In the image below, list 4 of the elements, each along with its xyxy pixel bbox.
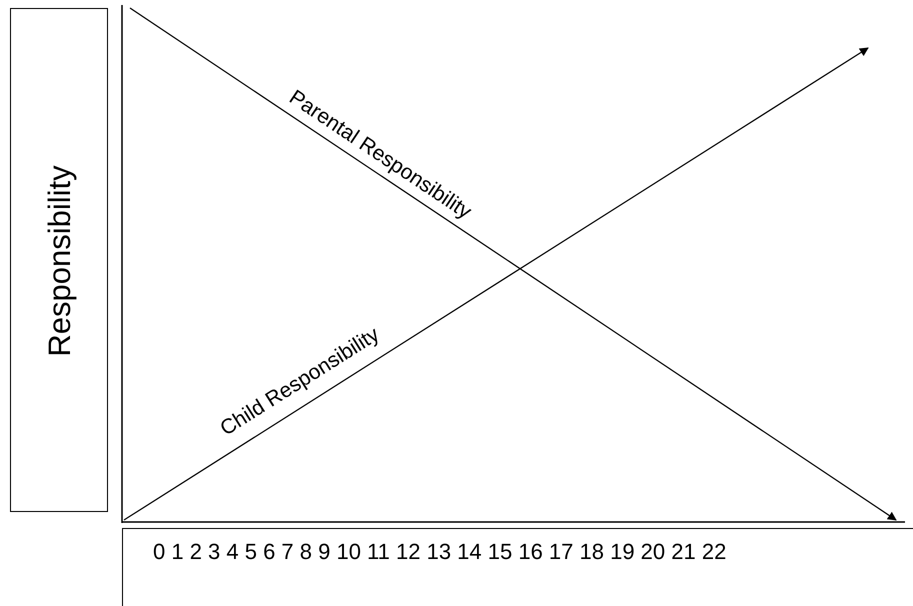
axis-title: Responsibility (42, 165, 78, 357)
axis-title-box (10, 8, 108, 512)
age-scale: 0 1 2 3 4 5 6 7 8 9 10 11 12 13 14 15 16 17 18 19 20 21 22 (153, 539, 726, 565)
axis-scale-box (122, 528, 913, 606)
